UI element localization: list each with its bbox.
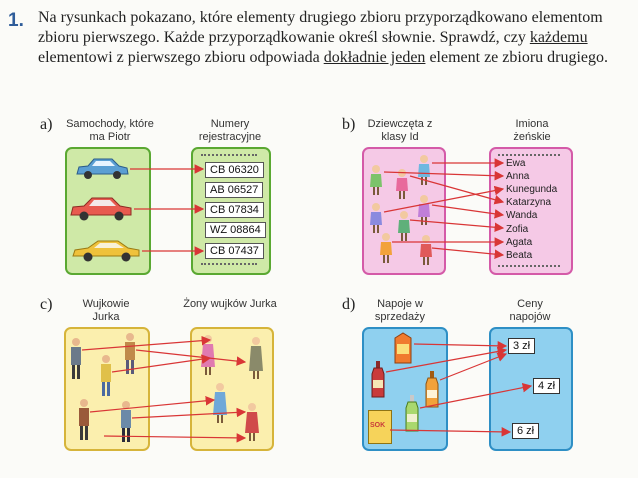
- girl-figure-icon: [370, 203, 382, 233]
- instruction-text-3: element ze zbioru drugiego.: [425, 49, 609, 66]
- juice-box-icon: SOK: [368, 410, 392, 444]
- dotted-divider: [201, 263, 257, 265]
- arrow: [81, 335, 212, 351]
- uncle-figure-icon: [71, 338, 81, 379]
- part-b-set2-caption: Imiona żeńskie: [513, 118, 551, 143]
- name-item: Agata: [506, 237, 533, 248]
- girl-figure-icon: [420, 235, 432, 265]
- instruction-each: każdemu: [529, 29, 588, 46]
- girl-figure-icon: [380, 233, 392, 263]
- bottle-red-icon: [371, 361, 385, 398]
- dotted-divider: [498, 154, 560, 156]
- wife-figure-icon: [213, 383, 227, 423]
- arrow: [385, 346, 508, 373]
- arrow: [419, 382, 533, 409]
- arrow: [439, 352, 508, 381]
- part-c-set2-caption: Żony wujków Jurka: [183, 298, 277, 310]
- bottle-green-icon: [405, 395, 419, 432]
- part-b-label: b): [342, 116, 356, 133]
- part-a-set2-caption: Numery rejestracyjne: [198, 118, 262, 143]
- plate-tag: CB 07437: [205, 243, 264, 259]
- car-blue-icon: [76, 158, 129, 179]
- plate-tag: AB 06527: [205, 182, 264, 198]
- arrow: [409, 219, 505, 233]
- wife-figure-icon: [245, 403, 259, 441]
- girl-figure-icon: [398, 211, 410, 241]
- uncle-figure-icon: [125, 333, 135, 374]
- plate-tag: CB 07834: [205, 202, 264, 218]
- part-b-set1-caption: Dziewczęta z klasy Id: [367, 118, 433, 143]
- arrow: [103, 433, 247, 443]
- dotted-divider: [498, 265, 560, 267]
- car-red-icon: [70, 197, 132, 221]
- instruction-text-2: elementowi z pierwszego zbioru odpowiada: [38, 49, 324, 66]
- name-item: Anna: [506, 171, 530, 182]
- arrow: [89, 396, 216, 413]
- girl-figure-icon: [370, 165, 382, 195]
- arrow: [383, 185, 505, 213]
- instruction-exactly-one: dokładnie jeden: [323, 49, 426, 66]
- uncle-figure-icon: [121, 401, 131, 442]
- part-d-set2-caption: Ceny napojów: [509, 298, 551, 323]
- name-item: Zofia: [506, 224, 529, 235]
- uncle-figure-icon: [101, 355, 111, 396]
- instruction-text-1: Na rysunkach pokazano, które elementy dr…: [38, 9, 603, 46]
- uncles-figures: [71, 333, 135, 442]
- part-c-label: c): [40, 296, 53, 313]
- wife-figure-icon: [249, 337, 263, 379]
- arrow: [413, 341, 508, 351]
- arrow: [431, 204, 505, 219]
- plate-tag: CB 06320: [205, 162, 264, 178]
- arrow: [409, 175, 505, 205]
- uncle-figure-icon: [79, 399, 89, 440]
- arrow: [111, 354, 212, 373]
- arrow: [389, 427, 512, 437]
- name-item: Katarzyna: [506, 197, 552, 208]
- arrow: [135, 349, 247, 366]
- exercise-number: 1.: [8, 10, 24, 31]
- part-d-set1-caption: Napoje w sprzedaży: [374, 298, 426, 323]
- name-item: Ewa: [506, 158, 526, 169]
- juice-box-label: SOK: [370, 422, 386, 429]
- arrow: [383, 170, 505, 181]
- price-tag: 6 zł: [512, 423, 540, 439]
- bottle-orange-icon: [425, 371, 439, 408]
- dotted-divider: [201, 154, 257, 156]
- car-yellow-icon: [72, 240, 140, 262]
- part-a-label: a): [40, 116, 53, 133]
- price-tag: 3 zł: [508, 338, 536, 354]
- arrow: [431, 247, 505, 259]
- price-tag: 4 zł: [533, 378, 561, 394]
- exercise-instruction: Na rysunkach pokazano, które elementy dr…: [38, 8, 628, 68]
- part-a-set1-caption: Samochody, które ma Piotr: [66, 118, 154, 143]
- plate-tag: WZ 08864: [205, 222, 266, 238]
- part-d-label: d): [342, 296, 356, 313]
- arrow: [131, 407, 247, 419]
- name-item: Kunegunda: [506, 184, 558, 195]
- juice-carton-icon: [394, 332, 412, 364]
- name-item: Wanda: [506, 210, 538, 221]
- part-c-set1-caption: Wujkowie Jurka: [82, 298, 130, 323]
- name-item: Beata: [506, 250, 533, 261]
